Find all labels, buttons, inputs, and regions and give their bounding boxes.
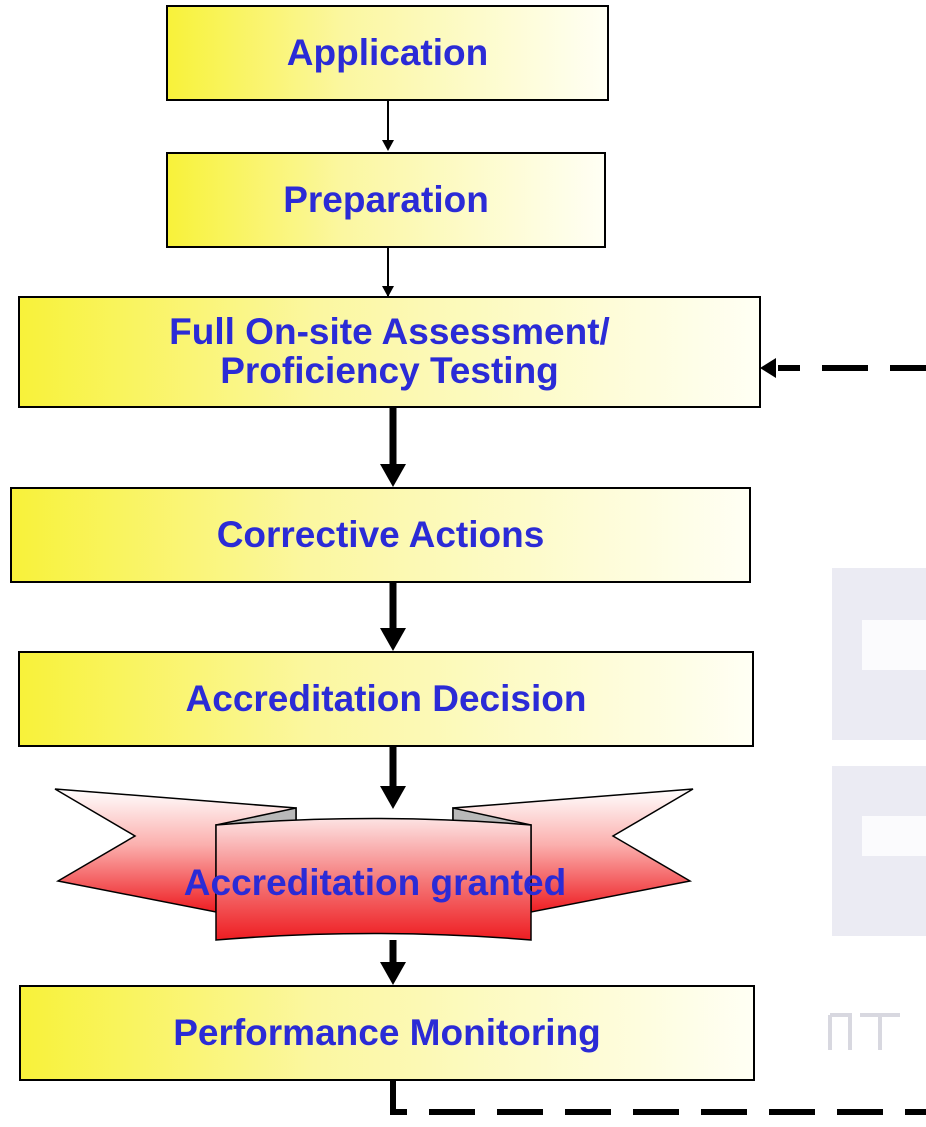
step-assessment-label-line1: Full On-site Assessment/ <box>169 311 610 353</box>
step-application-label: Application <box>286 31 489 73</box>
feedback-loop-dashed <box>390 1080 926 1115</box>
step-performance-monitoring: Performance Monitoring <box>19 985 755 1081</box>
step-corrective-actions-label: Corrective Actions <box>216 513 545 555</box>
step-accreditation-decision: Accreditation Decision <box>18 651 754 747</box>
step-application: Application <box>166 5 609 101</box>
step-performance-monitoring-label: Performance Monitoring <box>173 1011 601 1053</box>
banner-center-panel <box>215 817 532 941</box>
step-assessment: Full On-site Assessment/ Proficiency Tes… <box>18 296 761 408</box>
watermark-logo <box>828 1013 900 1050</box>
step-corrective-actions: Corrective Actions <box>10 487 751 583</box>
step-preparation: Preparation <box>166 152 606 248</box>
step-preparation-label: Preparation <box>283 178 489 220</box>
feedback-arrowhead <box>760 358 776 378</box>
step-assessment-label-line2: Proficiency Testing <box>220 350 559 391</box>
step-accreditation-decision-label: Accreditation Decision <box>185 677 587 719</box>
step-accreditation-granted-label: Accreditation granted <box>183 862 567 903</box>
